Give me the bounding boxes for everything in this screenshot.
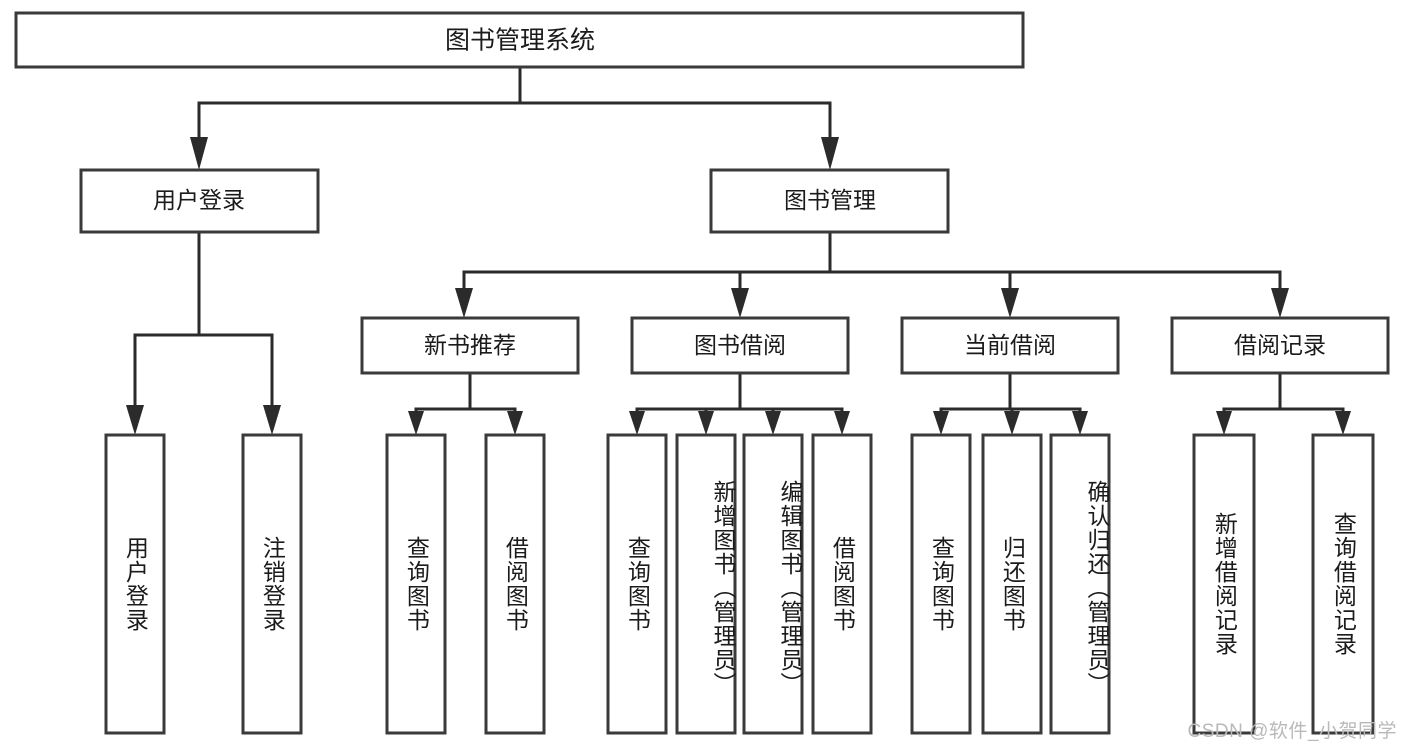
node-new-book-recommend-label: 新书推荐 <box>424 332 516 358</box>
node-book-borrow-box[interactable] <box>630 316 850 375</box>
node-leaf-logout-login-box[interactable] <box>241 433 303 735</box>
node-root-box[interactable] <box>14 11 1025 69</box>
node-leaf-confirm-return-box[interactable] <box>1049 433 1111 735</box>
node-leaf-borrow-book-2-box[interactable] <box>811 433 873 735</box>
node-leaf-query-book-2-box[interactable] <box>606 433 668 735</box>
node-leaf-user-login-box[interactable] <box>104 433 166 735</box>
node-leaf-query-book-3-box[interactable] <box>910 433 972 735</box>
node-user-login-box[interactable] <box>79 168 320 234</box>
node-user-login-label: 用户登录 <box>153 187 245 213</box>
arrow-icon-leaf-confirm-return <box>1072 411 1088 435</box>
arrow-icon-leaf-query-book-2 <box>629 411 645 435</box>
node-book-borrow[interactable]: 图书借阅 <box>630 316 850 375</box>
arrow-icon-leaf-query-book-1 <box>408 411 424 435</box>
node-leaf-edit-book-box[interactable] <box>742 433 804 735</box>
node-leaf-add-record-box[interactable] <box>1192 433 1256 735</box>
arrow-icon-leaf-return-book <box>1004 411 1020 435</box>
arrow-icon-user-login <box>190 137 208 170</box>
node-book-management-box[interactable] <box>709 168 950 234</box>
node-book-borrow-label: 图书借阅 <box>694 332 786 358</box>
node-current-borrow-label: 当前借阅 <box>964 332 1056 358</box>
arrow-icon-book-management <box>821 137 839 170</box>
arrow-icon-leaf-user-login <box>126 405 144 435</box>
node-root[interactable]: 图书管理系统 <box>14 11 1025 69</box>
arrow-icon-leaf-query-record <box>1335 411 1351 435</box>
node-leaf-add-book-box[interactable] <box>675 433 737 735</box>
node-borrow-record[interactable]: 借阅记录 <box>1170 316 1390 375</box>
watermark-text: CSDN @软件_小贺同学 <box>1187 721 1397 742</box>
arrow-icon-leaf-query-book-3 <box>933 411 949 435</box>
arrow-icon-leaf-borrow-book-2 <box>834 411 850 435</box>
node-borrow-record-label: 借阅记录 <box>1234 332 1326 358</box>
node-root-label: 图书管理系统 <box>445 27 595 55</box>
arrow-icon-leaf-edit-book <box>765 411 781 435</box>
node-leaf-query-book-1-box[interactable] <box>385 433 447 735</box>
node-leaf-query-record-box[interactable] <box>1311 433 1375 735</box>
arrow-icon-leaf-add-record <box>1216 411 1232 435</box>
node-book-management-label: 图书管理 <box>784 187 876 213</box>
leaf-box-layer <box>104 433 1375 735</box>
node-leaf-borrow-book-1-box[interactable] <box>484 433 546 735</box>
arrow-icon-leaf-logout-login <box>263 405 281 435</box>
arrow-icon-leaf-add-book <box>698 411 714 435</box>
connector-layer <box>126 65 1351 435</box>
node-leaf-return-book-box[interactable] <box>981 433 1043 735</box>
node-user-login[interactable]: 用户登录 <box>79 168 320 234</box>
node-current-borrow-box[interactable] <box>900 316 1120 375</box>
arrow-icon-new-book-recommend <box>455 288 473 318</box>
node-book-management[interactable]: 图书管理 <box>709 168 950 234</box>
arrow-icon-borrow-record <box>1271 288 1289 318</box>
arrow-icon-leaf-borrow-book-1 <box>507 411 523 435</box>
node-new-book-recommend[interactable]: 新书推荐 <box>360 316 580 375</box>
node-current-borrow[interactable]: 当前借阅 <box>900 316 1120 375</box>
node-borrow-record-box[interactable] <box>1170 316 1390 375</box>
node-new-book-recommend-box[interactable] <box>360 316 580 375</box>
arrow-icon-current-borrow <box>1001 288 1019 318</box>
arrow-icon-book-borrow <box>731 288 749 318</box>
